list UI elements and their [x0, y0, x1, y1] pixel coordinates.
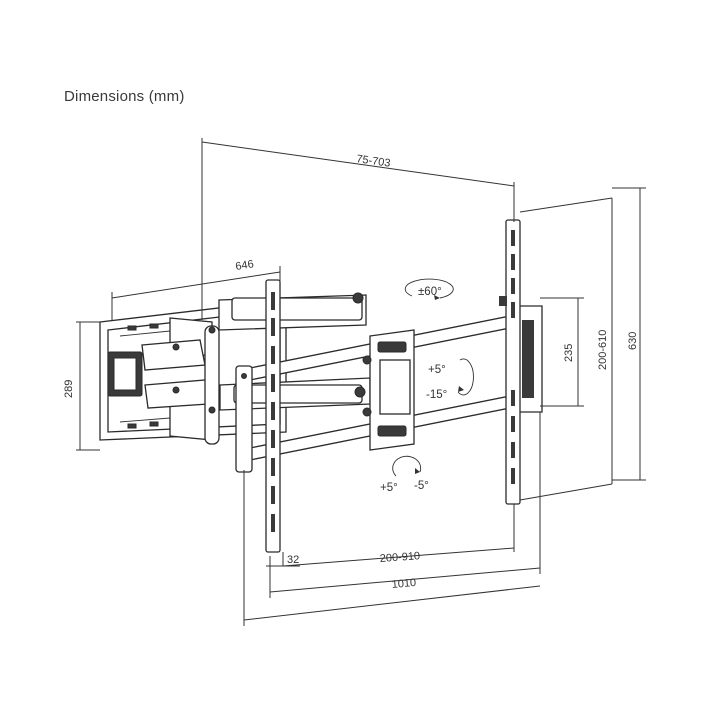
- tilt-up-label: +5°: [428, 364, 446, 376]
- page-title: Dimensions (mm): [64, 88, 185, 105]
- left-bracket: [235, 279, 281, 553]
- tilt-down-label: -15°: [426, 389, 447, 401]
- level-minus-label: -5°: [414, 480, 429, 492]
- swivel-angle-label: ±60°: [418, 286, 442, 298]
- level-plus-label: +5°: [380, 482, 398, 494]
- vesa-horizontal-label: 200-910: [379, 550, 420, 565]
- overall-height-label: 630: [627, 332, 639, 350]
- overall-width-label: 1010: [391, 577, 416, 591]
- rotation-arrows: [392, 278, 474, 477]
- bracket-height-label: 235: [563, 344, 575, 362]
- vesa-diagonal-label: 75-703: [356, 153, 392, 170]
- right-bracket: [499, 219, 521, 505]
- vesa-vertical-label: 200-610: [597, 330, 609, 370]
- dimension-lines: [76, 138, 646, 626]
- offset-label: 32: [287, 554, 299, 566]
- center-plate: [362, 329, 415, 451]
- arm-depth-label: 646: [235, 258, 255, 273]
- swivel-arms: [141, 292, 371, 445]
- wall-plate-height-label: 289: [63, 380, 75, 398]
